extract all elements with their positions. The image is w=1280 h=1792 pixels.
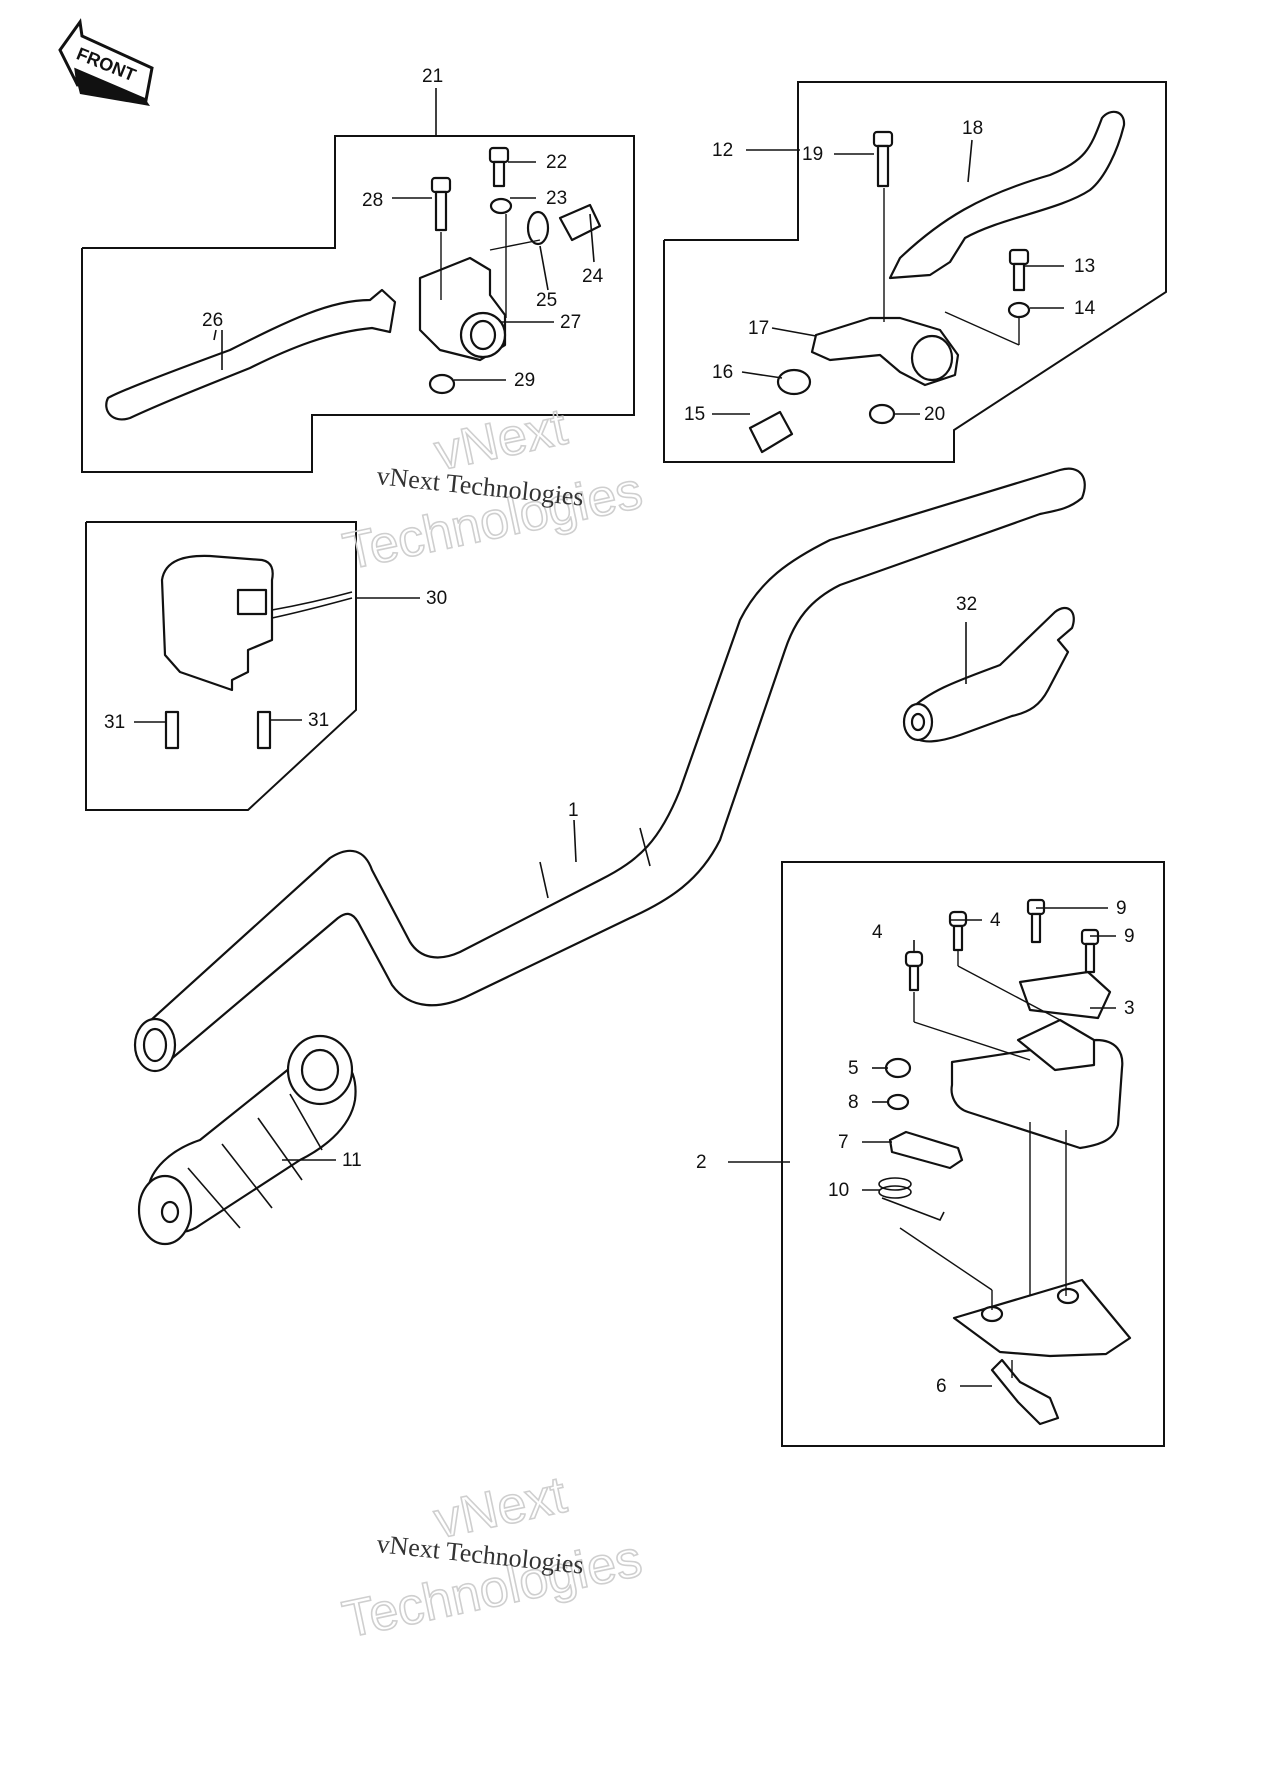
callout-24: 24: [582, 266, 604, 287]
group-12-boundary: [663, 81, 1167, 463]
group-12-right-lever-assembly: [663, 81, 1167, 463]
callout-25: 25: [536, 290, 557, 311]
callout-2: 2: [696, 1152, 707, 1173]
callout-18: 18: [962, 118, 983, 139]
callout-31b: 31: [308, 710, 329, 731]
lower-base: [952, 1278, 1132, 1358]
callout-29: 29: [514, 370, 535, 391]
callout-30: 30: [426, 588, 447, 609]
grip-11: [137, 1034, 357, 1246]
group-2-case-assembly: [781, 861, 1165, 1447]
group-21-boundary: [81, 135, 635, 473]
group-2-boundary: [781, 861, 1165, 1447]
callout-20: 20: [924, 404, 945, 425]
callout-8: 8: [848, 1092, 859, 1113]
front-arrow-badge: FRONT: [58, 18, 154, 106]
callout-7: 7: [838, 1132, 849, 1153]
callout-26: 26: [202, 310, 223, 331]
callout-11: 11: [342, 1150, 362, 1171]
callout-31a: 31: [104, 712, 125, 733]
choke-lever-6: [990, 1358, 1060, 1426]
callout-4a: 4: [872, 922, 883, 943]
callout-15: 15: [684, 404, 705, 425]
callout-9a: 9: [1116, 898, 1127, 919]
callout-9b: 9: [1124, 926, 1135, 947]
callout-28: 28: [362, 190, 383, 211]
callout-22: 22: [546, 152, 567, 173]
lever-26: [105, 288, 397, 421]
group-30-switch-assembly: [85, 521, 357, 811]
handlebar-1: [133, 467, 1086, 1073]
callout-10: 10: [828, 1180, 849, 1201]
callout-27: 27: [560, 312, 581, 333]
callout-6: 6: [936, 1376, 947, 1397]
lever-18: [888, 110, 1126, 280]
callout-14: 14: [1074, 298, 1096, 319]
leader-lines: [134, 139, 1116, 1387]
callout-32: 32: [956, 594, 977, 615]
callout-16: 16: [712, 362, 733, 383]
callout-1: 1: [568, 800, 579, 821]
callout-13: 13: [1074, 256, 1095, 277]
group-21-left-lever-assembly: [81, 88, 635, 473]
callout-21: 21: [422, 66, 443, 87]
callout-19: 19: [802, 144, 823, 165]
callout-23: 23: [546, 188, 567, 209]
group-30-boundary: [85, 521, 357, 811]
callout-12: 12: [712, 140, 733, 161]
callout-17: 17: [748, 318, 769, 339]
throttle-cover-32: [902, 606, 1075, 743]
callout-labels: 1 2 3 4 4 5 6 7 8 9 9 10 11 12 13 14 15 …: [104, 66, 1135, 1397]
callout-4b: 4: [990, 910, 1001, 931]
switch-housing-30: [160, 554, 274, 692]
handlebar-tube: [138, 467, 1086, 1062]
callout-5: 5: [848, 1058, 859, 1079]
callout-3: 3: [1124, 998, 1135, 1019]
